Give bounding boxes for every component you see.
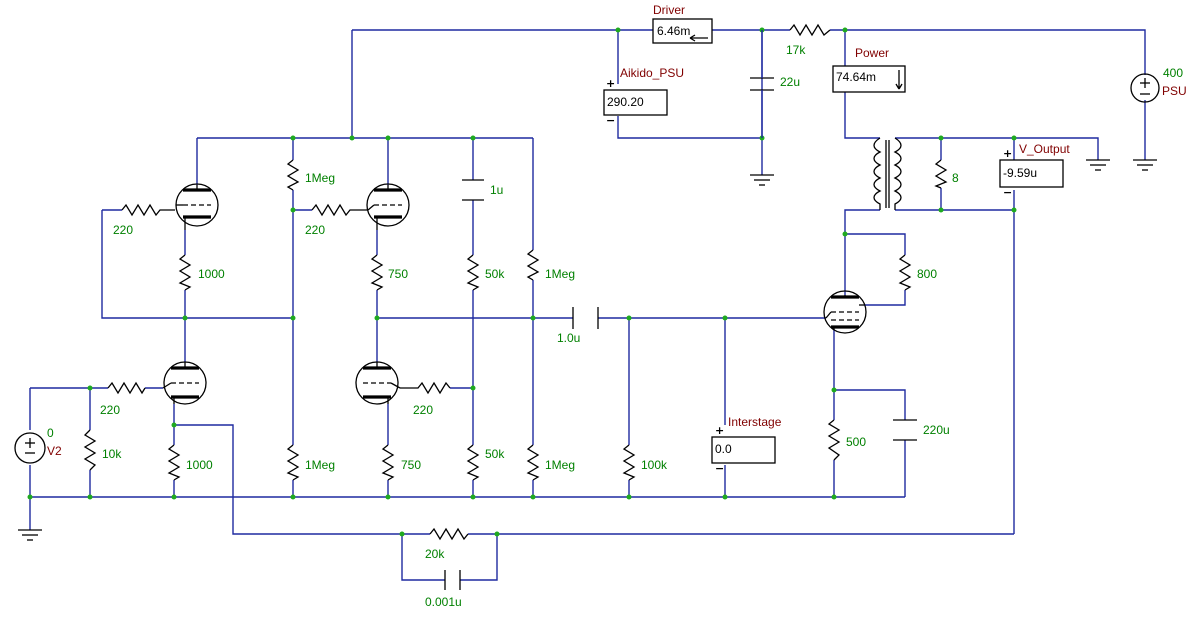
meter-aikido-value: 290.20 — [607, 95, 644, 109]
resistor-500[interactable] — [827, 419, 841, 461]
label-r-grid-4: 220 — [413, 403, 433, 417]
resistor-10k[interactable] — [83, 429, 97, 471]
resistor-750-top[interactable] — [370, 254, 384, 291]
resistor-50k-bot[interactable] — [466, 444, 480, 481]
meter-power-value: 74.64m — [836, 70, 876, 84]
label-r-supply-17k: 17k — [786, 43, 806, 57]
resistors — [83, 23, 948, 541]
label-r-feedback-20k: 20k — [425, 547, 445, 561]
ground-symbols — [18, 159, 1157, 541]
voltage-source-psu[interactable] — [1130, 73, 1160, 103]
svg-text:−: − — [1003, 186, 1012, 199]
capacitor-0-001u[interactable] — [444, 570, 461, 590]
label-v2-value: 0 — [47, 426, 54, 440]
resistor-1000-top[interactable] — [178, 254, 192, 291]
label-r-load-8: 8 — [952, 171, 959, 185]
resistor-20k[interactable] — [429, 527, 469, 541]
capacitor-22u[interactable] — [750, 30, 774, 138]
output-transformer[interactable] — [873, 137, 902, 210]
meter-v-output[interactable]: -9.59u + − V_Output — [999, 142, 1070, 199]
meter-power[interactable]: 74.64m Power — [832, 46, 906, 93]
meter-aikido-psu[interactable]: 290.20 + − Aikido_PSU — [603, 66, 684, 127]
label-c-22u: 22u — [780, 75, 800, 89]
label-r-lower-1meg-a: 1Meg — [305, 458, 335, 472]
meter-output-label: V_Output — [1019, 142, 1070, 156]
resistor-800[interactable] — [898, 254, 912, 291]
resistor-1000-bot[interactable] — [167, 444, 181, 481]
meter-driver-label: Driver — [653, 3, 685, 17]
meter-driver-value: 6.46m — [657, 24, 690, 38]
label-r-cathode-bot-2: 750 — [401, 458, 421, 472]
label-r-800: 800 — [917, 267, 937, 281]
meter-aikido-label: Aikido_PSU — [620, 66, 684, 80]
label-r-upper-1meg: 1Meg — [545, 267, 575, 281]
label-psu-name: PSU — [1162, 84, 1187, 98]
label-r-500: 500 — [846, 435, 866, 449]
resistor-220-grid-4[interactable] — [400, 381, 451, 395]
label-r-lower-1meg-b: 1Meg — [545, 458, 575, 472]
label-r-input-10k: 10k — [102, 447, 122, 461]
svg-text:−: − — [606, 114, 615, 127]
meter-power-label: Power — [855, 46, 889, 60]
svg-text:+: + — [1003, 147, 1012, 160]
resistor-220-grid-3[interactable] — [107, 381, 146, 395]
vacuum-tubes — [162, 183, 867, 405]
resistor-50k-top[interactable] — [466, 254, 480, 291]
wires — [29, 29, 1146, 581]
ground-icon — [1133, 159, 1157, 171]
label-r-grid-100k: 100k — [641, 458, 668, 472]
voltage-source-v2[interactable] — [14, 432, 46, 464]
resistor-1meg-upper[interactable] — [526, 249, 540, 281]
triode-tube-2-lower[interactable] — [355, 361, 401, 405]
arrow-left-icon — [689, 34, 708, 42]
label-psu-value: 400 — [1163, 66, 1183, 80]
resistor-1meg-lower-a[interactable] — [286, 444, 300, 481]
capacitors — [444, 30, 917, 590]
triode-tube-1-lower[interactable] — [162, 361, 207, 405]
label-c-220u: 220u — [923, 423, 950, 437]
triode-tube-output[interactable] — [823, 290, 867, 334]
capacitor-220u[interactable] — [893, 419, 917, 441]
resistor-1meg-plate[interactable] — [286, 159, 300, 191]
label-r-50k-bot: 50k — [485, 447, 505, 461]
triode-tube-2-upper[interactable] — [366, 183, 410, 230]
ground-icon — [1086, 159, 1110, 171]
label-r-cathode-bot-1: 1000 — [186, 458, 213, 472]
label-c-1u: 1u — [490, 183, 503, 197]
label-c-coupling: 1.0u — [557, 331, 580, 345]
label-v2-name: V2 — [47, 444, 62, 458]
svg-text:−: − — [715, 462, 724, 475]
resistor-100k[interactable] — [622, 444, 636, 481]
arrow-down-icon — [895, 70, 903, 90]
ground-icon — [750, 174, 774, 186]
triode-tube-1-upper[interactable] — [175, 183, 219, 230]
label-r-grid-1: 220 — [113, 223, 133, 237]
resistor-1meg-lower-b[interactable] — [526, 444, 540, 481]
meter-interstage-label: Interstage — [728, 415, 782, 429]
junction-nodes — [27, 27, 1017, 537]
label-r-grid-3: 220 — [100, 403, 120, 417]
resistor-17k[interactable] — [789, 23, 831, 37]
label-r-cathode-top-1: 1000 — [198, 267, 225, 281]
label-r-cathode-top-2: 750 — [388, 267, 408, 281]
resistor-8-load[interactable] — [934, 159, 948, 189]
capacitor-1u[interactable] — [462, 179, 484, 201]
label-c-feedback: 0.001u — [425, 595, 462, 609]
label-r-grid-2: 220 — [305, 223, 325, 237]
svg-text:+: + — [606, 77, 615, 90]
component-labels: 220 220 220 220 1000 1000 750 750 1Meg 1… — [47, 43, 1187, 609]
svg-text:+: + — [715, 424, 724, 437]
label-r-50k-top: 50k — [485, 267, 505, 281]
label-r-plate-1meg: 1Meg — [305, 171, 335, 185]
capacitor-1-0u[interactable] — [572, 307, 599, 329]
meter-interstage[interactable]: 0.0 + − Interstage — [711, 415, 782, 475]
meter-output-value: -9.59u — [1003, 166, 1037, 180]
ground-icon — [18, 529, 42, 541]
resistor-220-grid-1[interactable] — [121, 203, 175, 217]
meter-interstage-value: 0.0 — [715, 442, 732, 456]
meter-driver[interactable]: 6.46m Driver — [652, 3, 713, 44]
resistor-750-bot[interactable] — [381, 444, 395, 481]
resistor-220-grid-2[interactable] — [311, 203, 368, 217]
